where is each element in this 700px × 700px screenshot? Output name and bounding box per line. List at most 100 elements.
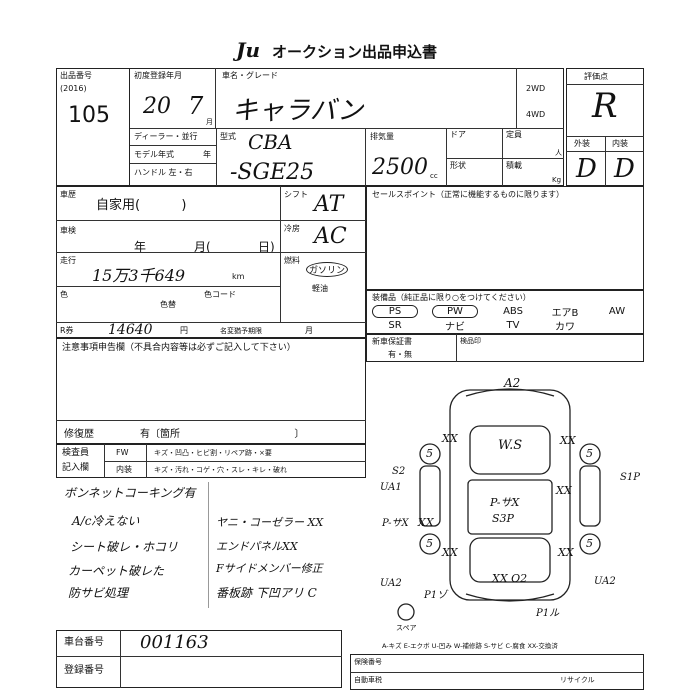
fuel-gas: ガソリン bbox=[306, 262, 349, 277]
diag-mark-p1-rear: P1ル bbox=[536, 608, 560, 619]
lot-cell bbox=[56, 68, 130, 186]
first-reg-month-unit: 月 bbox=[206, 118, 213, 126]
usage-value: 自家用( ) bbox=[96, 198, 187, 213]
equip-aw: AW bbox=[608, 306, 626, 317]
diag-wheel-fr: 5 bbox=[586, 447, 593, 460]
door-label: ドア bbox=[450, 130, 466, 139]
capacity-unit: 人 bbox=[555, 149, 562, 157]
color-change: 色替 bbox=[160, 300, 176, 309]
right-side-panel bbox=[579, 465, 601, 527]
diag-mark-ua2-right: UA2 bbox=[594, 576, 616, 587]
certificate-label: 検品印 bbox=[460, 337, 481, 345]
check-label1: 検査員 bbox=[62, 448, 90, 458]
front-bumper bbox=[465, 388, 555, 397]
note-left-2: A/c冷えない bbox=[72, 514, 140, 528]
note-right-3: Fサイドメンバー修正 bbox=[216, 562, 323, 575]
warranty-value: 有・無 bbox=[388, 350, 412, 359]
bottom-label-2: 自動車税 bbox=[354, 676, 382, 684]
rating-ext: D bbox=[576, 154, 597, 184]
shift-label: シフト bbox=[284, 190, 308, 199]
check-int-items: キズ・汚れ・コゲ・穴・スレ・キレ・破れ bbox=[154, 466, 287, 474]
first-reg-era: 20 bbox=[143, 94, 171, 119]
model-type-value1: CBA bbox=[248, 130, 293, 154]
wheel-rear-left bbox=[419, 533, 441, 555]
model-year-label: モデル年式 bbox=[134, 150, 174, 159]
diag-mark-ua2-left: UA2 bbox=[380, 578, 402, 589]
page-title: オークション出品申込書 bbox=[272, 43, 438, 61]
car-damage-diagram bbox=[397, 388, 601, 621]
model-type-label: 型式 bbox=[220, 132, 236, 141]
displacement-value: 2500 bbox=[372, 155, 428, 180]
equip-tv: TV bbox=[506, 320, 520, 331]
fuel-label: 燃料 bbox=[284, 256, 300, 265]
diag-mark-ua1: UA1 bbox=[380, 482, 402, 493]
bottom-label-3: リサイクル bbox=[560, 676, 595, 684]
capacity-label: 定員 bbox=[506, 130, 522, 139]
diag-mark-p1-left: P1ゾ bbox=[424, 590, 448, 601]
chassis-value: 001163 bbox=[140, 632, 209, 653]
diag-mark-left-xx: XX bbox=[418, 516, 434, 529]
model-type-value2: -SGE25 bbox=[230, 160, 315, 185]
equip-navi: ナビ bbox=[445, 322, 465, 333]
note-right-4: 番板跡 下凹アリ C bbox=[216, 586, 317, 600]
rating-value: R bbox=[592, 86, 618, 126]
registration-label: 登録番号 bbox=[64, 665, 104, 676]
color-code: 色コード bbox=[204, 290, 236, 299]
inspection-month: 月( bbox=[194, 240, 211, 254]
equipment-row2: SR ナビ TV カワ bbox=[372, 319, 640, 333]
inspection-day: 日) bbox=[258, 240, 275, 254]
left-side-panel bbox=[419, 465, 441, 527]
inspection-label: 車検 bbox=[60, 226, 76, 235]
note-left-3: シート破レ・ホコリ bbox=[70, 540, 179, 554]
equipment-label: 装備品（純正品に限り○をつけてください） bbox=[372, 293, 531, 302]
handle-label: ハンドル 左・右 bbox=[134, 168, 193, 177]
dealer-label: ディーラー・並行 bbox=[134, 132, 198, 141]
drive-4wd: 4WD bbox=[526, 110, 546, 119]
rating-ext-label: 外装 bbox=[574, 139, 590, 148]
first-reg-label: 初度登録年月 bbox=[134, 71, 182, 80]
diag-mark-s1p: S1P bbox=[620, 472, 640, 483]
lot-label: 出品番号 bbox=[60, 71, 92, 80]
shape-label: 形状 bbox=[450, 161, 466, 170]
diag-mark-roof-p: P-サX bbox=[490, 496, 520, 509]
displacement-label: 排気量 bbox=[370, 132, 394, 141]
check-fw-items: キズ・凹凸・ヒビ割・リペア跡・×要 bbox=[154, 449, 272, 457]
notes-block bbox=[56, 338, 366, 444]
diag-mark-s3p: S3P bbox=[492, 512, 514, 525]
spec-block bbox=[56, 186, 366, 338]
recycle-label: R券 bbox=[60, 326, 74, 335]
diag-mark-right-xx: XX bbox=[556, 484, 572, 497]
note-right-1: ヤニ・コーゼラー XX bbox=[216, 516, 324, 529]
wheel-front-left bbox=[419, 443, 441, 465]
model-type-cell bbox=[216, 128, 366, 186]
roof bbox=[467, 479, 553, 535]
damage-legend: A-キズ E-エクボ U-凹み W-補修跡 S-サビ C-腐食 XX-交換済 bbox=[382, 642, 558, 650]
fuel-diesel: 軽油 bbox=[312, 284, 328, 293]
chassis-block bbox=[56, 630, 342, 688]
first-reg-cell bbox=[130, 68, 216, 128]
color-label: 色 bbox=[60, 290, 68, 299]
check-int: 内装 bbox=[116, 465, 132, 474]
shift-value: AT bbox=[314, 192, 344, 217]
first-reg-month: 7 bbox=[188, 92, 204, 120]
note-left-4: カーペット破レた bbox=[68, 564, 165, 578]
inspection-year: 年 bbox=[134, 240, 147, 254]
warranty-block bbox=[366, 334, 644, 362]
wheel-front-right bbox=[579, 443, 601, 465]
model-year-unit: 年 bbox=[203, 150, 211, 159]
door-cell bbox=[446, 128, 564, 186]
diag-mark-ws: W.S bbox=[498, 438, 523, 453]
rating-label: 評価点 bbox=[584, 72, 608, 81]
aircon-value: AC bbox=[314, 224, 347, 249]
diag-mark-rl-xx: XX bbox=[442, 546, 458, 559]
check-label2: 記入欄 bbox=[62, 463, 90, 473]
equipment-block bbox=[366, 290, 644, 334]
equip-abs: ABS bbox=[503, 306, 523, 317]
drive-cell bbox=[516, 68, 564, 128]
note-left-1: ボンネットコーキング有 bbox=[64, 486, 196, 500]
spare-tire bbox=[397, 603, 415, 621]
recycle-unit: 円 bbox=[180, 326, 188, 335]
car-body-outline bbox=[449, 389, 571, 601]
repair-label: 修復歴 bbox=[64, 429, 94, 440]
bottom-label-1: 保険番号 bbox=[354, 658, 382, 666]
